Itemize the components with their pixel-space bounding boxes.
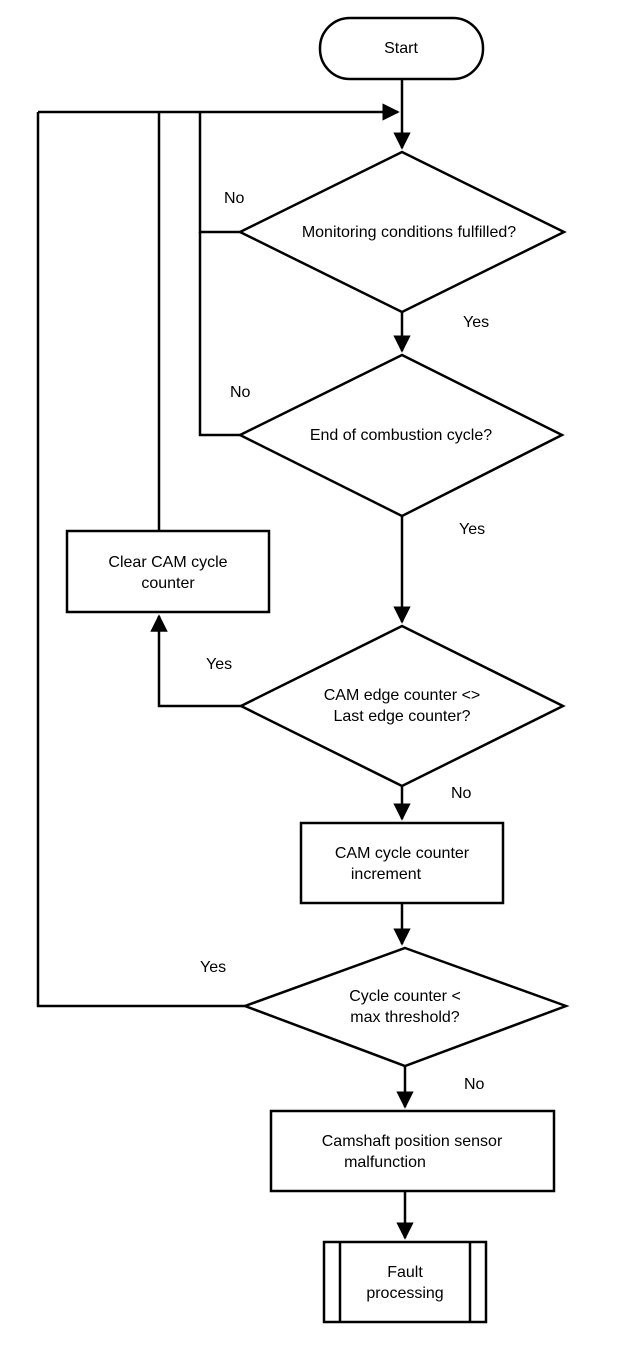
label-cycle-yes: Yes [200, 959, 226, 976]
process-clear-counter-line1: Clear CAM cycle [108, 554, 227, 571]
process-clear-counter: Clear CAM cycle counter [65, 529, 271, 614]
connectors [36, 79, 414, 1240]
process-malfunction-line2: malfunction [344, 1154, 426, 1171]
predefined-process-fault: Fault processing [322, 1240, 488, 1324]
node-start-label: Start [384, 40, 418, 57]
process-increment-line2: increment [351, 866, 422, 883]
connector-end-no [198, 232, 240, 437]
process-malfunction-line1: Camshaft position sensor [322, 1133, 503, 1150]
decision-monitoring-label: Monitoring conditions fulfilled? [302, 224, 516, 241]
decision-cycle-counter-line2: max threshold? [350, 1009, 459, 1026]
decision-cam-edge-line2: Last edge counter? [334, 708, 471, 725]
node-start: Start [318, 16, 485, 81]
decision-monitoring: Monitoring conditions fulfilled? [237, 150, 567, 314]
decision-end-of-cycle-label: End of combustion cycle? [310, 427, 492, 444]
label-end-yes: Yes [459, 521, 485, 538]
process-increment: CAM cycle counter increment [299, 821, 505, 905]
label-monitoring-no: No [224, 190, 245, 207]
label-monitoring-yes: Yes [463, 314, 489, 331]
label-cam-edge-no: No [451, 785, 472, 802]
predefined-process-fault-line1: Fault [387, 1264, 423, 1281]
label-cam-edge-yes: Yes [206, 656, 232, 673]
decision-end-of-cycle: End of combustion cycle? [237, 353, 565, 518]
decision-cam-edge: CAM edge counter <> Last edge counter? [238, 624, 566, 788]
process-increment-line1: CAM cycle counter [335, 845, 470, 862]
connector-cycle-yes [36, 112, 245, 1008]
branch-labels: No Yes No Yes Yes No Yes No [200, 190, 489, 1093]
connector-monitoring-no [198, 112, 240, 234]
decision-cam-edge-line1: CAM edge counter <> [324, 687, 481, 704]
process-malfunction: Camshaft position sensor malfunction [269, 1109, 556, 1193]
label-end-no: No [230, 384, 251, 401]
connector-cam-edge-yes [150, 614, 241, 708]
decision-cycle-counter: Cycle counter < max threshold? [241, 946, 570, 1068]
decision-cycle-counter-line1: Cycle counter < [349, 988, 461, 1005]
predefined-process-fault-line2: processing [366, 1285, 443, 1302]
process-clear-counter-line2: counter [141, 575, 195, 592]
label-cycle-no: No [464, 1076, 485, 1093]
